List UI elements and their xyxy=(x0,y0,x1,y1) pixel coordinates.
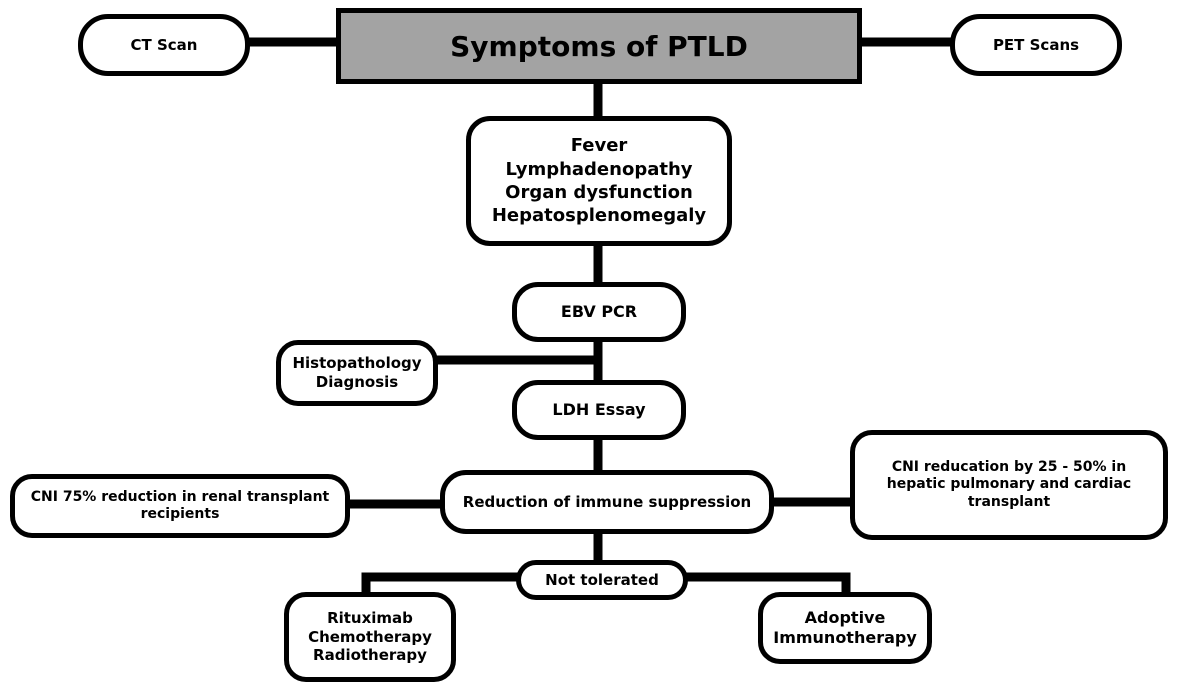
cni-25-50-line-3: transplant xyxy=(967,493,1051,510)
symptom-lymphadenopathy: Lymphadenopathy xyxy=(505,158,693,180)
connector-nottolerated-rituximab xyxy=(361,572,518,594)
rituximab-line-2: Chemotherapy xyxy=(308,627,432,646)
histopathology-node: Histopathology Diagnosis xyxy=(276,340,438,406)
ebv-pcr-label: EBV PCR xyxy=(560,302,638,321)
ldh-essay-node: LDH Essay xyxy=(512,380,686,440)
not-tolerated-label: Not tolerated xyxy=(545,570,659,589)
diagram-title: Symptoms of PTLD xyxy=(336,8,862,84)
rituximab-line-1: Rituximab xyxy=(327,608,413,627)
not-tolerated-node: Not tolerated xyxy=(516,560,688,600)
ct-scan-label: CT Scan xyxy=(130,35,198,54)
adoptive-line-1: Adoptive xyxy=(804,608,886,627)
adoptive-immunotherapy-node: Adoptive Immunotherapy xyxy=(758,592,932,664)
ldh-essay-label: LDH Essay xyxy=(552,400,646,419)
symptom-hepatosplenomegaly: Hepatosplenomegaly xyxy=(491,205,707,227)
cni-75-line-2: recipients xyxy=(140,506,220,522)
symptom-organ-dysfunction: Organ dysfunction xyxy=(505,182,693,203)
rituximab-line-3: Radiotherapy xyxy=(313,646,427,665)
cni-75-node: CNI 75% reduction in renal transplant re… xyxy=(10,474,350,538)
cni-25-50-line-2: hepatic pulmonary and cardiac xyxy=(886,476,1132,493)
adoptive-line-2: Immunotherapy xyxy=(773,628,917,647)
histopathology-line-2: Diagnosis xyxy=(315,373,399,391)
cni-25-50-line-1: CNI reducation by 25 - 50% in xyxy=(891,458,1127,475)
symptoms-node: Fever Lymphadenopathy Organ dysfunction … xyxy=(466,116,732,246)
rituximab-node: Rituximab Chemotherapy Radiotherapy xyxy=(284,592,456,682)
connector-nottolerated-adoptive xyxy=(686,572,851,594)
ct-scan-node: CT Scan xyxy=(78,14,250,76)
symptom-fever: Fever xyxy=(570,135,628,157)
pet-scans-node: PET Scans xyxy=(950,14,1122,76)
diagram-title-text: Symptoms of PTLD xyxy=(450,29,748,63)
cni-25-50-node: CNI reducation by 25 - 50% in hepatic pu… xyxy=(850,430,1168,540)
cni-75-line-1: CNI 75% reduction in renal transplant xyxy=(30,488,330,505)
reduction-node: Reduction of immune suppression xyxy=(440,470,774,534)
histopathology-line-1: Histopathology xyxy=(292,354,422,373)
reduction-label: Reduction of immune suppression xyxy=(462,492,752,511)
ebv-pcr-node: EBV PCR xyxy=(512,282,686,342)
pet-scans-label: PET Scans xyxy=(992,35,1080,54)
